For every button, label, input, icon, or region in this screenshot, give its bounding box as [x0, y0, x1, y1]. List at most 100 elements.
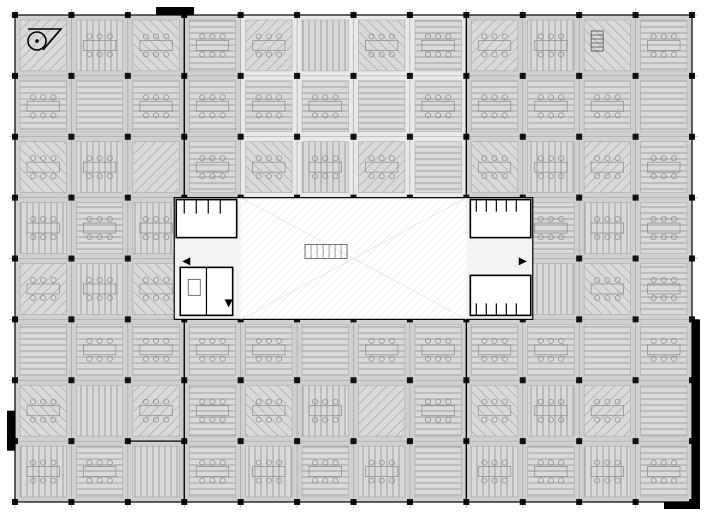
- chair: [614, 294, 621, 301]
- floor-panel: [527, 445, 575, 498]
- floor-panel: [640, 324, 688, 376]
- chair: [312, 459, 319, 466]
- chair: [163, 234, 170, 241]
- chair: [547, 234, 554, 241]
- chair: [29, 477, 36, 484]
- floor-panel: [640, 80, 688, 133]
- chair: [209, 94, 216, 101]
- chair: [614, 459, 621, 466]
- chair: [142, 276, 149, 283]
- structural-column: [68, 72, 75, 79]
- chair: [481, 51, 488, 58]
- desk: [365, 40, 399, 51]
- chair: [614, 276, 621, 283]
- floor-panel: [245, 80, 293, 133]
- chair: [50, 294, 57, 301]
- chair: [481, 155, 488, 162]
- chair: [40, 234, 47, 241]
- chair: [378, 459, 385, 466]
- chair: [501, 155, 508, 162]
- structural-column: [632, 377, 639, 384]
- chair: [142, 416, 149, 423]
- chair: [86, 51, 93, 58]
- chair: [153, 234, 160, 241]
- desk: [647, 344, 681, 356]
- chair: [368, 337, 375, 344]
- chair: [86, 276, 93, 283]
- chair: [332, 155, 339, 162]
- floor-panel: [583, 263, 631, 315]
- floor-panel: [301, 80, 349, 133]
- chair: [650, 294, 657, 301]
- chair: [106, 276, 113, 283]
- chair: [537, 416, 544, 423]
- desk: [83, 466, 117, 477]
- chair: [153, 94, 160, 101]
- chair: [491, 398, 498, 405]
- floor-panel: [301, 384, 349, 437]
- chair: [424, 398, 431, 405]
- chair: [322, 398, 329, 405]
- structural-column: [68, 255, 75, 262]
- chair: [276, 155, 283, 162]
- chair: [209, 416, 216, 423]
- heavy-wall-segment: [664, 502, 700, 509]
- desk: [195, 161, 230, 173]
- chair: [199, 477, 206, 484]
- chair: [86, 355, 93, 362]
- chair: [255, 33, 262, 40]
- elevator-car: [187, 278, 201, 296]
- chair: [29, 459, 36, 466]
- chair: [209, 477, 216, 484]
- atrium-diagonal: [240, 197, 467, 320]
- chair: [209, 33, 216, 40]
- structural-column: [576, 72, 583, 79]
- chair: [547, 337, 554, 344]
- chair: [445, 337, 452, 344]
- floor-panel: [583, 80, 631, 133]
- desk: [83, 283, 117, 295]
- desk: [195, 466, 230, 477]
- chair: [163, 112, 170, 119]
- chair: [424, 337, 431, 344]
- chair: [29, 416, 36, 423]
- chair: [388, 173, 395, 180]
- chair: [558, 173, 565, 180]
- desk: [83, 161, 117, 173]
- desk: [477, 405, 512, 417]
- chair: [276, 173, 283, 180]
- chair: [219, 173, 226, 180]
- chair: [40, 459, 47, 466]
- floor-panel: [414, 80, 462, 133]
- desk: [195, 405, 230, 417]
- structural-column: [68, 316, 75, 323]
- floor-panel: [76, 384, 124, 437]
- structural-column: [350, 133, 357, 140]
- chair: [604, 477, 611, 484]
- chair: [614, 477, 621, 484]
- chair: [322, 112, 329, 119]
- chair: [276, 112, 283, 119]
- desk: [421, 344, 455, 356]
- chair: [501, 459, 508, 466]
- chair: [50, 416, 57, 423]
- desk: [534, 466, 568, 477]
- floor-panel: [132, 80, 180, 133]
- chair: [378, 337, 385, 344]
- structural-column: [294, 72, 301, 79]
- chair: [604, 294, 611, 301]
- structural-column: [124, 194, 131, 201]
- chair: [199, 173, 206, 180]
- structural-column: [350, 72, 357, 79]
- chair: [614, 94, 621, 101]
- chair: [650, 337, 657, 344]
- floor-panel: [76, 19, 124, 72]
- chair: [106, 173, 113, 180]
- chair: [332, 416, 339, 423]
- chair: [481, 94, 488, 101]
- desk: [365, 344, 399, 356]
- chair: [255, 355, 262, 362]
- floor-panel: [471, 19, 519, 72]
- chair: [424, 112, 431, 119]
